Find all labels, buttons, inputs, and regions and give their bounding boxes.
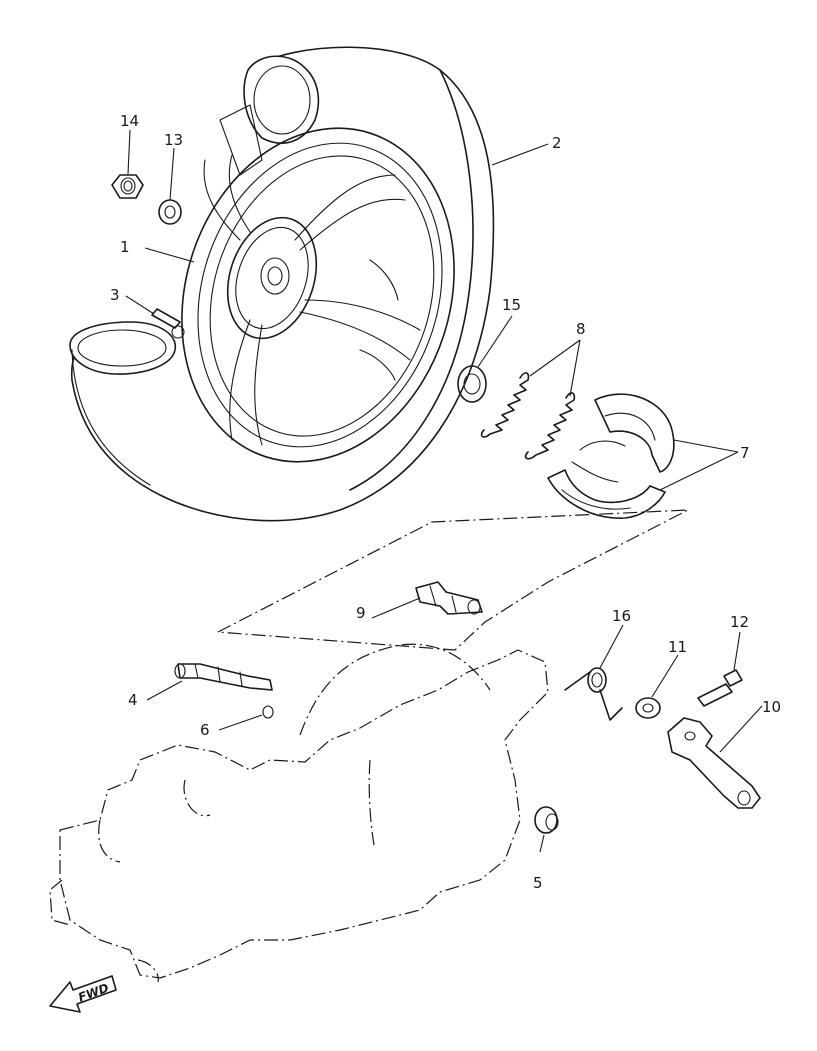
callout-7: 7	[740, 444, 750, 462]
callout-5: 5	[533, 874, 543, 892]
callout-4: 4	[128, 691, 138, 709]
cam-shaft-washer	[635, 697, 661, 719]
rear-tire	[69, 46, 495, 522]
plain-washer	[158, 199, 182, 225]
callout-8: 8	[576, 320, 586, 338]
callout-10: 10	[762, 698, 781, 716]
valve-stem	[151, 308, 185, 339]
crankcase-outline	[49, 643, 549, 983]
callout-2: 2	[552, 134, 562, 152]
callout-9: 9	[356, 604, 366, 622]
brake-shoes	[547, 393, 675, 519]
callout-6: 6	[200, 721, 210, 739]
oil-seal	[457, 365, 487, 403]
forward-arrow-icon: FWD	[49, 975, 117, 1013]
brake-camshaft	[415, 581, 483, 615]
leader-lines	[125, 129, 763, 853]
callout-12: 12	[730, 613, 749, 631]
bushing	[534, 806, 559, 834]
callout-3: 3	[110, 286, 120, 304]
axle-nut	[111, 174, 144, 199]
callout-15: 15	[502, 296, 521, 314]
callout-1: 1	[120, 238, 130, 256]
callout-13: 13	[164, 131, 183, 149]
camshaft-lever	[667, 717, 761, 809]
camshaft-lever-bolt	[697, 669, 743, 707]
brake-shoe-springs	[480, 372, 576, 460]
callout-labels: 1 2 3 4 5 6 7 8 9 10 11 12 13 14 15 16	[110, 112, 781, 892]
fwd-label: FWD	[76, 981, 110, 1005]
rear-axle	[174, 663, 273, 691]
rear-wheel-rim	[181, 104, 455, 463]
reference-outline	[215, 509, 689, 651]
callout-16: 16	[612, 607, 631, 625]
torsion-spring	[564, 667, 623, 721]
callout-11: 11	[668, 638, 687, 656]
circlip	[262, 705, 274, 719]
callout-14: 14	[120, 112, 139, 130]
